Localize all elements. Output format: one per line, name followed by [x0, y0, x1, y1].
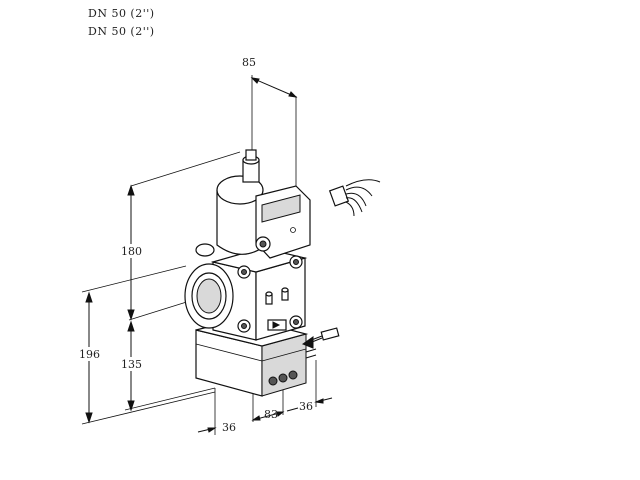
dim-label-85: 85	[242, 56, 256, 69]
side-fitting	[301, 327, 340, 349]
dim-label-83: 83	[264, 408, 278, 421]
base-port-3	[288, 370, 298, 380]
pipe-bore	[196, 278, 222, 314]
header-line-2: DN 50 (2'')	[88, 25, 155, 38]
header-line-1: DN 50 (2'')	[88, 7, 155, 20]
dimension-135: 135	[119, 320, 216, 412]
coil-top	[216, 175, 264, 205]
dimension-180: 180	[119, 151, 241, 321]
base-port-2	[278, 373, 288, 383]
fitting-arrow-icon	[301, 336, 314, 349]
flow-arrow-icon	[272, 321, 281, 329]
dim-label-196: 196	[79, 348, 100, 361]
dim-label-135: 135	[121, 358, 142, 371]
dim-label-36-left: 36	[222, 421, 236, 434]
fitting-body	[320, 327, 340, 341]
dim-label-180: 180	[121, 245, 142, 258]
dim-label-36-right: 36	[299, 400, 313, 413]
plug-housing	[328, 185, 350, 207]
dimension-85: 85	[242, 56, 298, 190]
plug-connector	[328, 179, 381, 217]
coil-nut	[245, 149, 257, 161]
connector-box-slot	[261, 194, 301, 223]
flange-boss-top	[195, 243, 215, 257]
valve-body	[184, 149, 317, 397]
base-port-1	[268, 376, 278, 386]
dimension-196: 196	[77, 265, 216, 425]
